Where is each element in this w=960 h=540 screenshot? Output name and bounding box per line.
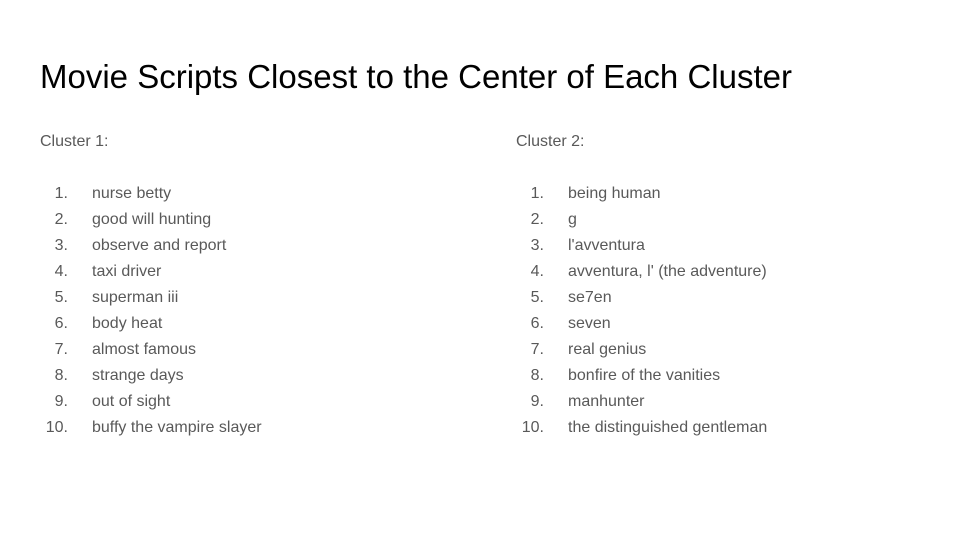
list-item: 8. strange days [40,363,480,389]
item-number: 3. [54,237,68,254]
item-number: 4. [54,263,68,280]
item-title: taxi driver [92,263,162,280]
list-item: 9. out of sight [40,389,480,415]
item-number: 1. [530,185,544,202]
list-item: 2. g [516,207,956,233]
item-title: manhunter [568,393,645,410]
item-title: out of sight [92,393,171,410]
list-item: 7. almost famous [40,337,480,363]
item-number: 5. [54,289,68,306]
slide-title: Movie Scripts Closest to the Center of E… [40,58,792,95]
list-item: 3. observe and report [40,233,480,259]
item-number: 10. [45,419,68,436]
item-title: seven [568,315,611,332]
item-title: the distinguished gentleman [568,419,768,436]
list-item: 5. se7en [516,285,956,311]
list-item: 8. bonfire of the vanities [516,363,956,389]
item-number: 6. [54,315,68,332]
list-item: 6. body heat [40,311,480,337]
list-item: 1. nurse betty [40,181,480,207]
item-number: 7. [54,341,68,358]
cluster-1-list: 1. nurse betty 2. good will hunting 3. o… [40,181,480,441]
list-item: 7. real genius [516,337,956,363]
list-item: 4. avventura, l' (the adventure) [516,259,956,285]
item-title: being human [568,185,661,202]
item-number: 2. [54,211,68,228]
item-title: strange days [92,367,184,384]
item-title: real genius [568,341,647,358]
list-item: 5. superman iii [40,285,480,311]
item-number: 3. [530,237,544,254]
item-number: 8. [54,367,68,384]
item-title: nurse betty [92,185,172,202]
list-item: 4. taxi driver [40,259,480,285]
item-title: l'avventura [568,237,645,254]
list-item: 2. good will hunting [40,207,480,233]
list-item: 3. l'avventura [516,233,956,259]
item-number: 4. [530,263,544,280]
item-number: 9. [54,393,68,410]
item-number: 9. [530,393,544,410]
item-number: 7. [530,341,544,358]
cluster-2-list: 1. being human 2. g 3. l'avventura 4. av… [516,181,956,441]
item-number: 8. [530,367,544,384]
item-title: avventura, l' (the adventure) [568,263,767,280]
item-number: 10. [521,419,544,436]
item-number: 6. [530,315,544,332]
cluster-1-column: Cluster 1: 1. nurse betty 2. good will h… [40,129,480,441]
item-title: superman iii [92,289,179,306]
item-title: good will hunting [92,211,212,228]
item-title: se7en [568,289,612,306]
list-item: 9. manhunter [516,389,956,415]
list-item: 1. being human [516,181,956,207]
item-title: observe and report [92,237,227,254]
list-item: 10. buffy the vampire slayer [40,415,480,441]
list-item: 10. the distinguished gentleman [516,415,956,441]
cluster-2-column: Cluster 2: 1. being human 2. g 3. l'avve… [516,129,956,441]
item-title: g [568,211,577,228]
item-title: body heat [92,315,163,332]
cluster-2-label: Cluster 2: [516,133,585,150]
item-number: 2. [530,211,544,228]
item-title: buffy the vampire slayer [92,419,262,436]
item-number: 5. [530,289,544,306]
item-number: 1. [54,185,68,202]
cluster-1-label: Cluster 1: [40,133,109,150]
list-item: 6. seven [516,311,956,337]
item-title: bonfire of the vanities [568,367,721,384]
item-title: almost famous [92,341,197,358]
